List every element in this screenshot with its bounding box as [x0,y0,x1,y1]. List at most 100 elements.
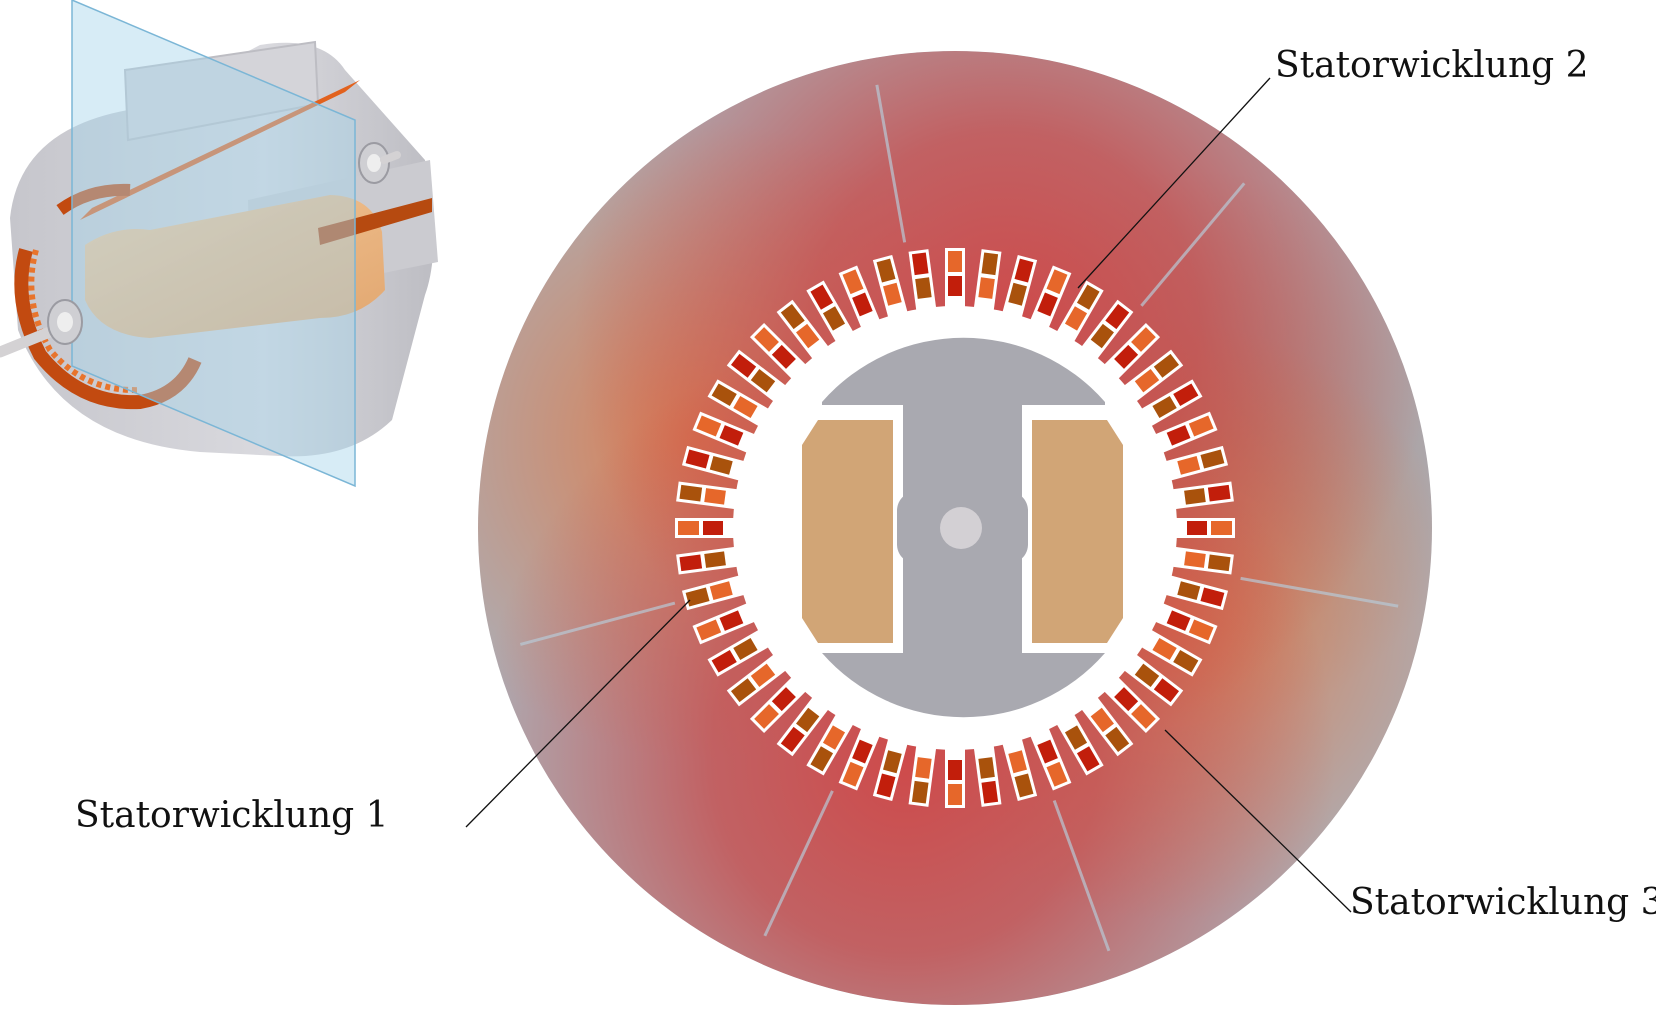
leader-lines [465,77,1352,913]
stator-slot [806,280,855,345]
winding-conductor [1064,725,1088,750]
winding-conductor [709,581,733,600]
winding-conductor [1105,303,1130,330]
winding-conductor [711,649,737,673]
winding-conductor [754,327,779,352]
winding-conductor [1076,284,1100,310]
winding-conductor [1152,395,1177,419]
winding-conductor [1090,707,1114,733]
winding-conductor [704,488,726,505]
winding-conductor [685,449,710,469]
winding-conductor [1152,637,1177,661]
winding-conductor [1166,610,1191,631]
stator-slot [973,249,1002,314]
stator-slot [749,675,808,734]
winding-conductor [1211,521,1232,535]
stator-slot [838,265,881,331]
stator-slot [945,248,965,310]
winding-conductor [1131,327,1156,352]
stator-slot [806,711,855,776]
winding-conductor [1188,619,1214,641]
rotor-body [85,195,385,338]
stator-slot [726,349,789,404]
winding-conductor [948,760,962,780]
stator-slot [872,735,909,802]
winding-conductor [842,269,864,295]
winding-conductor [1090,323,1114,349]
segment-line [763,790,834,937]
winding-conductor [1207,554,1231,572]
winding-conductor [883,750,902,774]
winding-conductor [822,725,846,750]
stator-slot [1079,299,1134,362]
winding-conductor [679,484,703,502]
winding-conductor [1166,425,1191,446]
winding-conductor [719,610,744,631]
stator-slot [1055,280,1104,345]
winding-conductor [750,663,776,687]
winding-conductor [1037,739,1058,764]
end-winding-front [14,248,202,410]
winding-conductor [703,521,723,535]
winding-conductor [883,282,902,306]
stator-segment-lines [519,84,1399,952]
segment-line [1240,576,1399,608]
leader-line-winding-2 [1077,77,1271,289]
winding-conductor [876,773,896,798]
winding-conductor [948,784,962,805]
stator-slot [1152,411,1218,454]
winding-conductor [709,456,733,475]
winding-conductor [771,687,796,712]
winding-conductor [852,739,873,764]
winding-conductor [704,551,726,568]
winding-conductor [1184,551,1206,568]
leader-line-winding-3 [1164,729,1352,913]
label-stator-winding-1: Statorwicklung 1 [75,795,389,836]
winding-conductor [852,292,873,317]
winding-conductor [842,761,864,787]
winding-conductor [911,780,929,804]
motor-3d-rendering [0,0,438,488]
winding-conductor [1064,306,1088,331]
winding-conductor [771,344,796,369]
section-plane [71,0,356,488]
winding-conductor [915,277,932,299]
rotor-coil-right [1032,420,1123,643]
stator-slot [1102,322,1161,381]
winding-right [318,198,432,245]
stator-slot [749,322,808,381]
winding-top [80,80,360,220]
winding-conductor [696,415,722,437]
stator-slot [1029,725,1072,791]
winding-conductor [733,395,758,419]
stator-slot [908,249,937,314]
stator-slot [1169,546,1234,575]
winding-conductor [711,383,737,407]
stator-slot [1173,518,1235,538]
winding-conductor [1076,746,1100,772]
winding-conductor [780,726,805,753]
winding-conductor [1114,687,1139,712]
rotor-shaft [940,507,982,549]
winding-conductor [796,707,820,733]
stator-slots [675,248,1235,808]
winding-conductor [1177,456,1201,475]
winding-conductor [796,323,820,349]
leader-line-winding-1 [465,599,691,828]
rotor-coil-left [802,420,893,643]
winding-conductor [1200,449,1225,469]
winding-conductor [1188,415,1214,437]
stator-slot [1121,349,1184,404]
winding-conductor [1134,369,1160,393]
stator-slot [1152,602,1218,645]
winding-conductor [978,757,995,779]
stator-slot [1001,735,1038,802]
winding-conductor [981,780,999,804]
stator-cross-section [478,51,1432,1005]
rotor [802,337,1123,718]
label-stator-winding-3: Statorwicklung 3 [1350,882,1656,923]
winding-conductor [810,284,834,310]
stator-slot [726,652,789,707]
